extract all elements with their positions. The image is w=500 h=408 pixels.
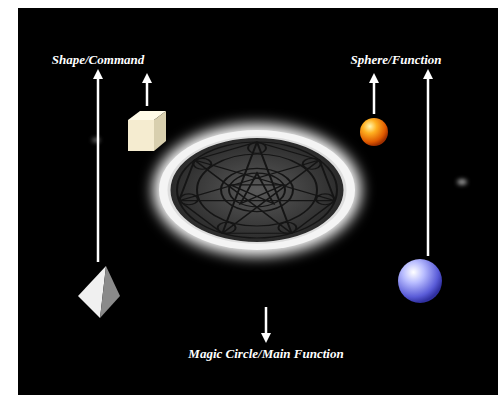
label-wrap: Shape/Command — [52, 52, 144, 68]
pyramid — [78, 266, 120, 318]
leader-arrow — [373, 78, 376, 114]
illustration-label: Sphere/Function — [350, 52, 441, 68]
star — [457, 179, 467, 185]
illustration-label: Shape/Command — [52, 52, 144, 68]
illustration-label: Magic Circle/Main Function — [188, 346, 343, 362]
leader-arrow — [97, 74, 100, 262]
label-wrap: Sphere/Function — [350, 52, 441, 68]
blue-sphere — [398, 259, 442, 303]
label-wrap: Magic Circle/Main Function — [188, 346, 343, 362]
leader-arrow — [146, 78, 149, 106]
cube — [128, 111, 166, 151]
orange-sphere — [360, 118, 388, 146]
background-panel — [18, 8, 498, 395]
leader-arrow — [427, 74, 430, 256]
magic-circle — [153, 124, 361, 256]
leader-arrow — [265, 307, 268, 338]
